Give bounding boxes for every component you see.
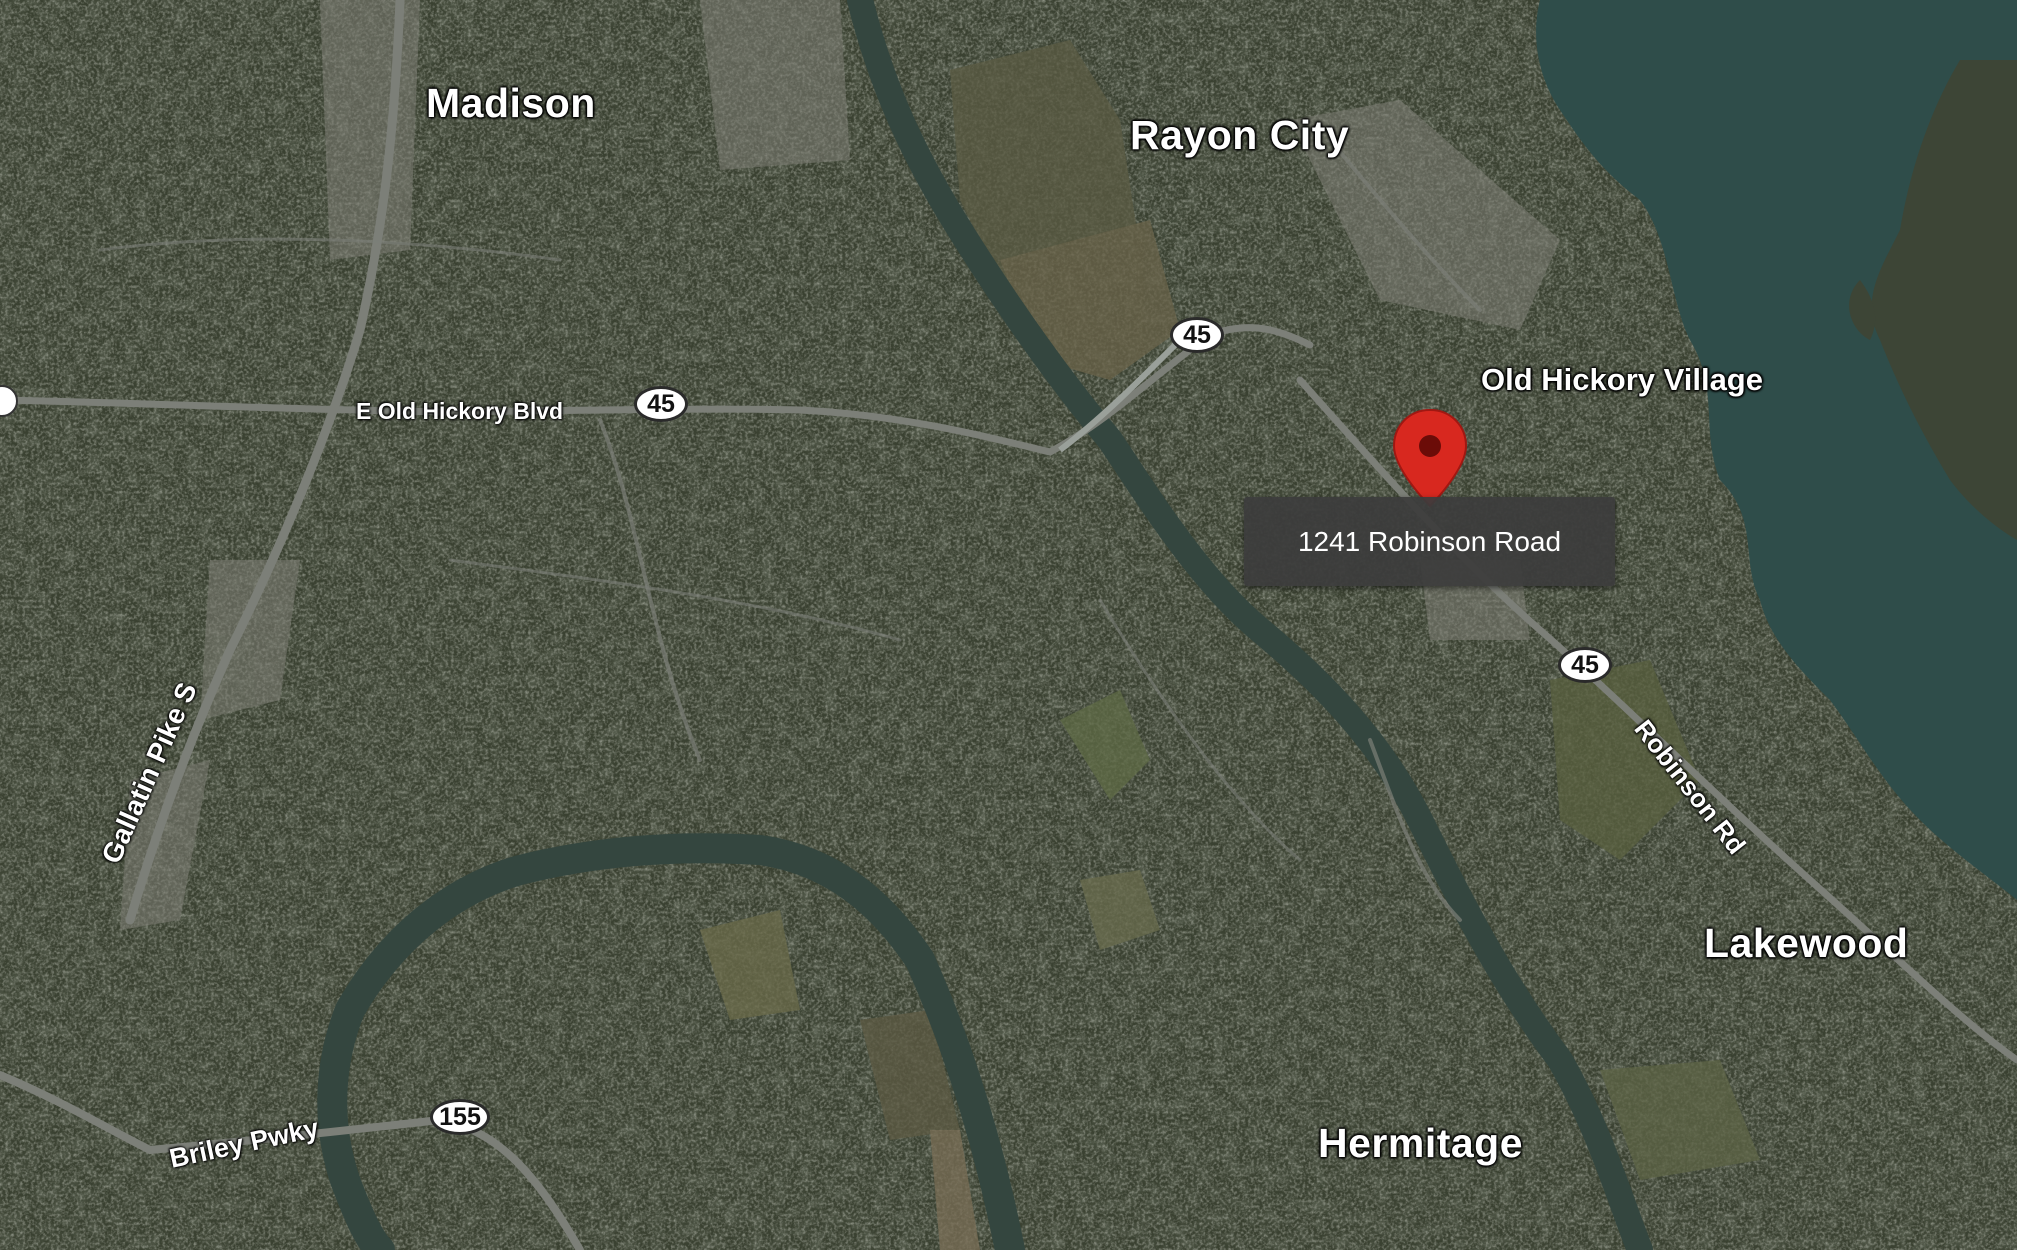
place-hermitage: Hermitage	[1318, 1120, 1524, 1166]
address-callout[interactable]: 1241 Robinson Road	[1244, 497, 1615, 586]
route-45-shield: 45	[1170, 317, 1224, 353]
cumberland-river	[847, 0, 1653, 1250]
place-rayon-city: Rayon City	[1130, 112, 1350, 158]
river-bend	[317, 833, 1025, 1250]
place-madison: Madison	[426, 80, 596, 126]
place-old-hickory-village: Old Hickory Village	[1481, 362, 1763, 397]
route-45-shield: 45	[634, 386, 688, 422]
lake	[1536, 0, 2017, 900]
route-155-shield: 155	[430, 1099, 490, 1135]
bridge	[1058, 337, 1183, 453]
lake-peninsula	[1871, 60, 2017, 540]
urban-areas	[120, 0, 1560, 930]
map-pin-icon[interactable]	[1391, 408, 1469, 508]
route-45-shield: 45	[1558, 647, 1612, 683]
place-lakewood: Lakewood	[1704, 920, 1909, 966]
open-fields	[700, 40, 1760, 1250]
road-label-old-hickory-blvd: E Old Hickory Blvd	[356, 398, 564, 424]
